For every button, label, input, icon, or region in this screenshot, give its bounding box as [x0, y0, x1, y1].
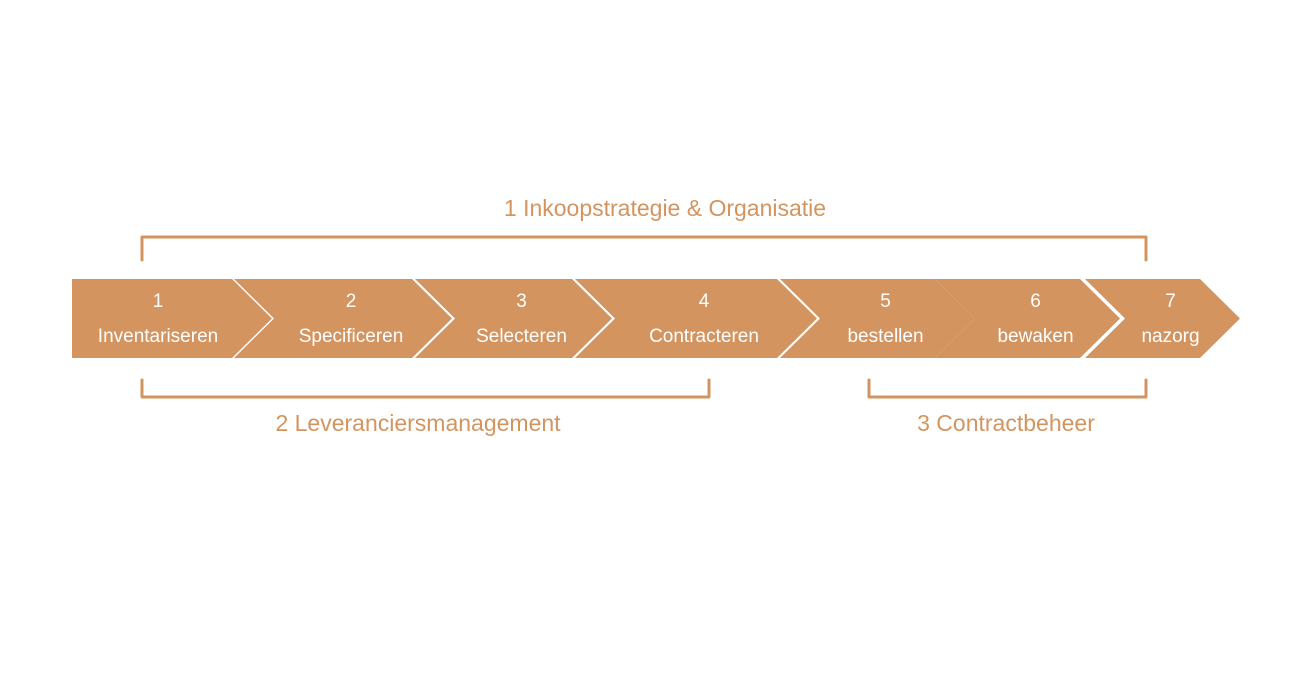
bracket-bottom-right	[867, 378, 1148, 399]
step-label: Contracteren	[649, 326, 759, 347]
chevron-shape	[415, 279, 612, 358]
step-label: Selecteren	[476, 326, 567, 347]
group-label-leveranciersmanagement: 2 Leveranciersmanagement	[275, 410, 561, 436]
process-step-6: 6 bewaken	[935, 279, 1120, 358]
bracket-bottom-left	[140, 378, 711, 399]
group-label-inkoopstrategie: 1 Inkoopstrategie & Organisatie	[504, 195, 826, 221]
step-number: 4	[699, 291, 710, 312]
chevron-shape	[575, 279, 817, 358]
step-number: 5	[880, 291, 891, 312]
step-number: 3	[516, 291, 527, 312]
step-number: 7	[1165, 291, 1176, 312]
step-label: nazorg	[1141, 326, 1199, 347]
step-number: 2	[346, 291, 357, 312]
step-label: Specificeren	[299, 326, 404, 347]
chevron-shape	[780, 279, 975, 358]
process-chevrons: 1Inventariseren2Specificeren3Selecteren4…	[72, 279, 1240, 358]
chevron-shape	[234, 279, 452, 358]
step-number: 6	[1030, 291, 1041, 312]
step-label: Inventariseren	[98, 326, 218, 347]
process-step-5: 5 bestellen	[780, 279, 975, 358]
group-label-contractbeheer: 3 Contractbeheer	[917, 410, 1095, 436]
step-label: bewaken	[997, 326, 1073, 347]
chevron-shape	[1085, 279, 1240, 358]
chevron-shape	[935, 279, 1120, 358]
step-label: bestellen	[847, 326, 923, 347]
process-step-7: 7 nazorg	[1085, 279, 1240, 358]
bracket-top	[140, 235, 1148, 262]
step-number: 1	[153, 291, 164, 312]
chevron-shape	[72, 279, 272, 358]
